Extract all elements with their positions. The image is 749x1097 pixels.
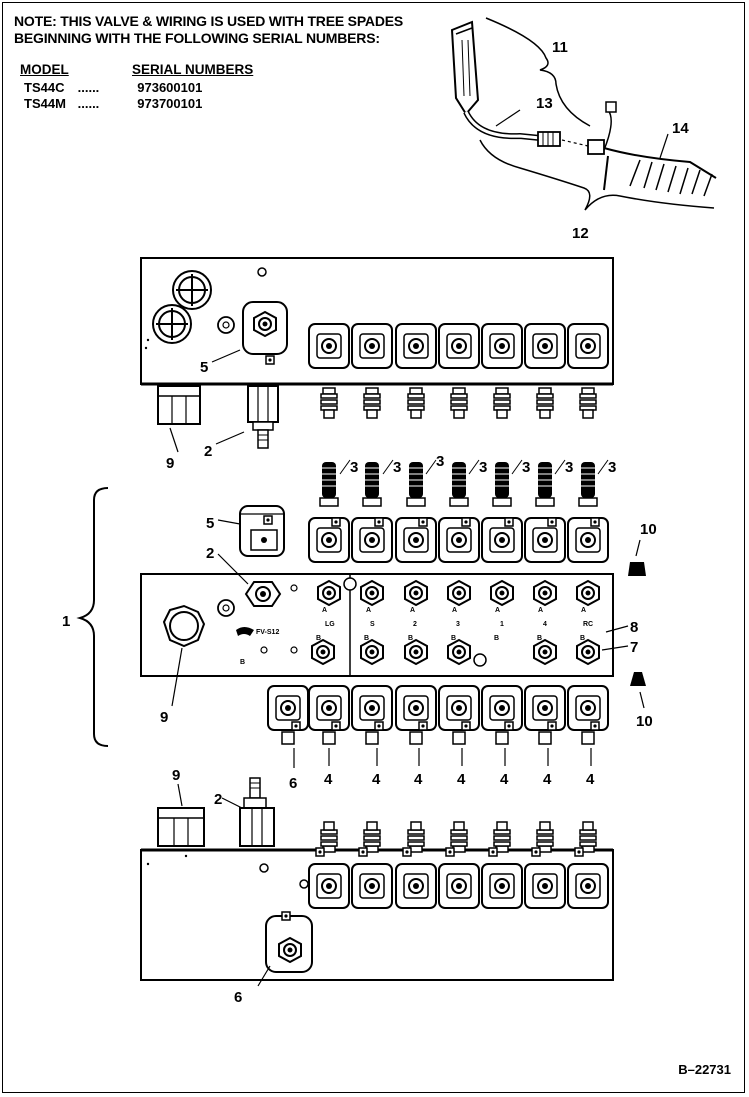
- serial-row-ts44c: TS44C ...... 973600101: [24, 80, 202, 95]
- serial-ts44c: 973600101: [137, 80, 203, 95]
- callout-11: 11: [552, 39, 568, 56]
- port-label-s: S: [370, 621, 375, 628]
- model-ts44c: TS44C: [24, 80, 65, 95]
- callout-9-mid: 9: [160, 709, 168, 726]
- valve-top-view: [140, 257, 614, 453]
- serial-ts44m: 973700101: [137, 96, 203, 111]
- callout-6-mid: 6: [289, 775, 297, 792]
- note-text: NOTE: THIS VALVE & WIRING IS USED WITH T…: [14, 13, 403, 47]
- callout-8: 8: [630, 619, 638, 636]
- port-label-b: B: [451, 635, 456, 642]
- port-labels: A A A A A A A LG S 2 3 1 4 RC B B B B B …: [316, 607, 593, 642]
- port-label-1: 1: [500, 621, 504, 628]
- callout-10-lower: 10: [636, 713, 653, 730]
- port-label-2: 2: [413, 621, 417, 628]
- port-label-b: B: [537, 635, 542, 642]
- note-line-2: BEGINNING WITH THE FOLLOWING SERIAL NUMB…: [14, 30, 380, 46]
- callout-12: 12: [572, 225, 589, 242]
- callout-13: 13: [536, 95, 553, 112]
- port-label-a: A: [452, 607, 457, 614]
- port-label-a: A: [538, 607, 543, 614]
- serial-row-ts44m: TS44M ...... 973700101: [24, 96, 202, 111]
- callout-3: 3: [608, 459, 616, 476]
- port-label-a: A: [495, 607, 500, 614]
- model-ts44m: TS44M: [24, 96, 66, 111]
- port-label-b: B: [494, 635, 499, 642]
- callout-4: 4: [500, 771, 509, 788]
- callout-3: 3: [479, 459, 487, 476]
- valve-bottom-view: [140, 777, 614, 987]
- port-label-b: B: [580, 635, 585, 642]
- port-label-a: A: [366, 607, 371, 614]
- callout-3: 3: [393, 459, 401, 476]
- callout-3: 3: [436, 453, 444, 470]
- callout-4: 4: [543, 771, 552, 788]
- dots: ......: [77, 96, 100, 111]
- callout-14: 14: [672, 120, 689, 137]
- callout-4: 4: [457, 771, 466, 788]
- port-label-a: A: [322, 607, 327, 614]
- port-label-a: A: [581, 607, 586, 614]
- callout-2-bottom: 2: [214, 791, 222, 808]
- callout-2-top: 2: [204, 443, 212, 460]
- port-label-b: B: [316, 635, 321, 642]
- callout-4: 4: [324, 771, 333, 788]
- document-number: B–22731: [678, 1062, 731, 1077]
- svg-text:FV-S12: FV-S12: [256, 629, 279, 636]
- port-label-b: B: [364, 635, 369, 642]
- valve-front-view: FV-S12 B: [76, 459, 646, 768]
- callout-3: 3: [350, 459, 358, 476]
- wiring-harness-detail: [450, 17, 717, 211]
- callout-3: 3: [565, 459, 573, 476]
- callout-2-mid: 2: [206, 545, 214, 562]
- callout-3: 3: [522, 459, 530, 476]
- callout-6-bottom: 6: [234, 989, 242, 1006]
- callout-10-upper: 10: [640, 521, 657, 538]
- port-label-4: 4: [543, 621, 547, 628]
- callout-9-bottom: 9: [172, 767, 180, 784]
- port-label-3: 3: [456, 621, 460, 628]
- callout-4: 4: [586, 771, 595, 788]
- model-header: MODEL: [20, 62, 69, 77]
- dots: ......: [77, 80, 100, 95]
- callout-9-top: 9: [166, 455, 174, 472]
- port-label-lg: LG: [325, 621, 335, 628]
- callout-5-top: 5: [200, 359, 208, 376]
- callout-1: 1: [62, 613, 70, 630]
- callout-4: 4: [372, 771, 381, 788]
- callout-7: 7: [630, 639, 638, 656]
- serial-header: SERIAL NUMBERS: [132, 62, 254, 77]
- svg-text:B: B: [240, 659, 245, 666]
- callout-5-mid: 5: [206, 515, 214, 532]
- callout-4: 4: [414, 771, 423, 788]
- port-label-rc: RC: [583, 621, 593, 628]
- port-label-a: A: [410, 607, 415, 614]
- port-label-b: B: [408, 635, 413, 642]
- note-line-1: NOTE: THIS VALVE & WIRING IS USED WITH T…: [14, 13, 404, 29]
